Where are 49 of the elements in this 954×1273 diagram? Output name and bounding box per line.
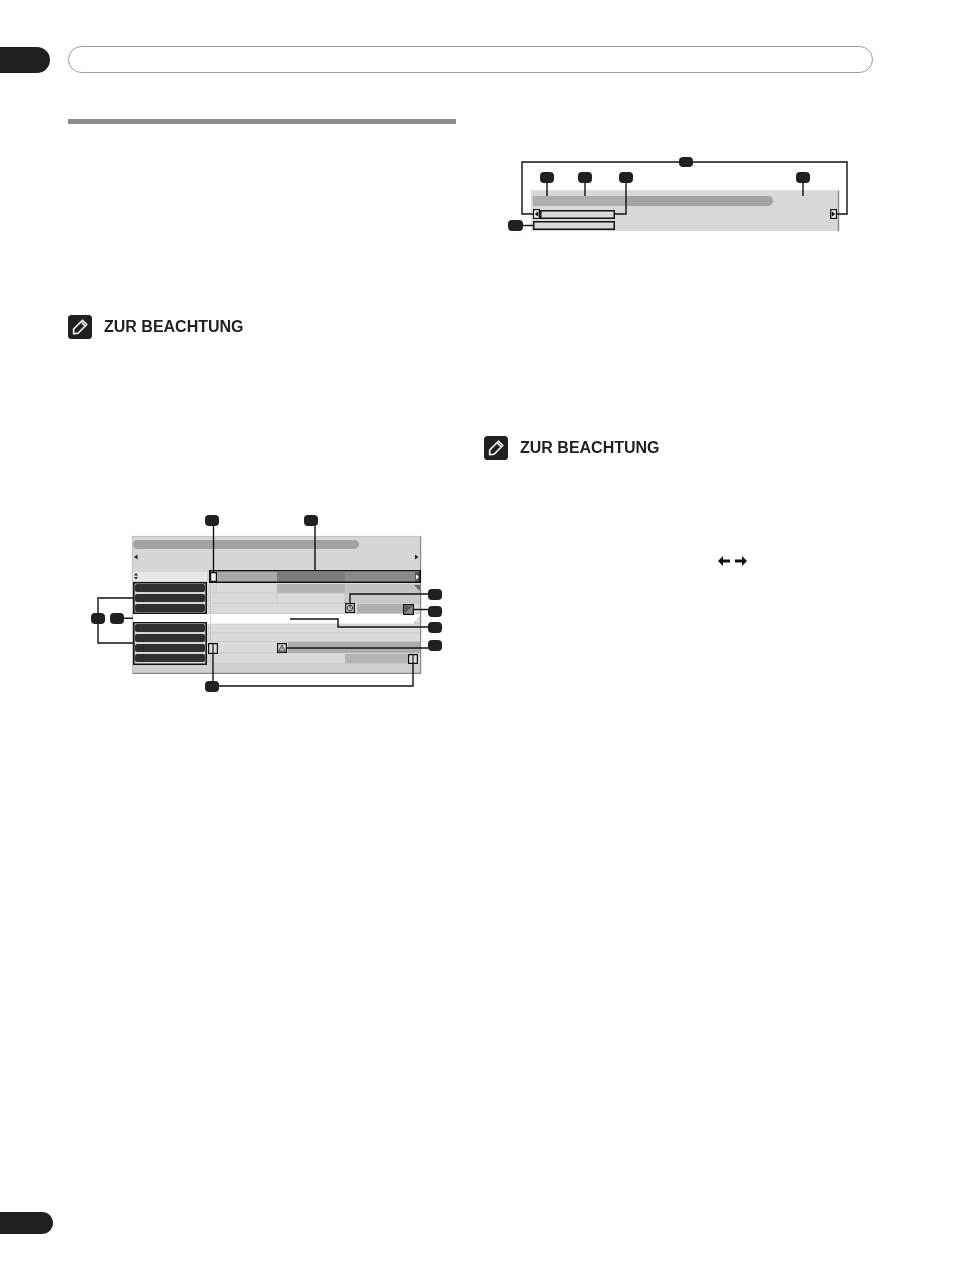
leader-line — [521, 161, 680, 215]
callout-marker — [91, 613, 105, 624]
leader-line — [546, 182, 548, 197]
highlight-row — [133, 614, 208, 622]
leader-line — [413, 608, 429, 611]
leader-line — [97, 597, 134, 614]
leader-line — [286, 647, 429, 649]
clock-icon — [345, 603, 355, 613]
callout-marker — [540, 172, 554, 183]
callout-marker — [428, 622, 442, 633]
marker-frame — [210, 572, 217, 582]
leader-line — [584, 182, 586, 197]
right-triangle-icon — [830, 209, 837, 219]
corner-mark-icon — [403, 604, 414, 615]
leader-line — [218, 663, 414, 687]
callout-marker — [619, 172, 633, 183]
channel-list-frame — [133, 622, 207, 665]
callout-marker — [428, 640, 442, 651]
leader-line — [212, 525, 215, 573]
note-heading: ZUR BEACHTUNG — [520, 439, 660, 457]
highlight-frame — [533, 221, 615, 230]
callout-marker — [679, 157, 693, 167]
callout-marker — [110, 613, 124, 624]
callout-marker — [205, 681, 219, 692]
leader-line — [522, 224, 534, 227]
leader-line — [314, 525, 316, 571]
leader-line — [212, 653, 214, 682]
callout-marker — [304, 515, 318, 526]
marker-frame — [208, 643, 218, 654]
callout-marker — [428, 606, 442, 617]
callout-marker — [508, 220, 523, 231]
callout-marker — [205, 515, 219, 526]
callout-marker — [796, 172, 810, 183]
callout-marker — [578, 172, 592, 183]
leader-line — [802, 182, 804, 197]
channel-list-frame — [133, 582, 207, 614]
time-bar-frame — [209, 570, 421, 583]
leader-line — [289, 618, 429, 628]
leader-line — [123, 617, 134, 619]
note-heading: ZUR BEACHTUNG — [104, 318, 244, 336]
left-triangle-icon — [533, 209, 540, 219]
leader-line — [614, 182, 627, 215]
leader-line — [692, 161, 848, 215]
leader-line — [349, 593, 429, 604]
marker-frame — [408, 654, 418, 664]
callout-marker — [428, 589, 442, 600]
leader-line — [97, 623, 134, 644]
triangle-icon — [277, 643, 287, 653]
highlight-frame — [540, 210, 615, 219]
